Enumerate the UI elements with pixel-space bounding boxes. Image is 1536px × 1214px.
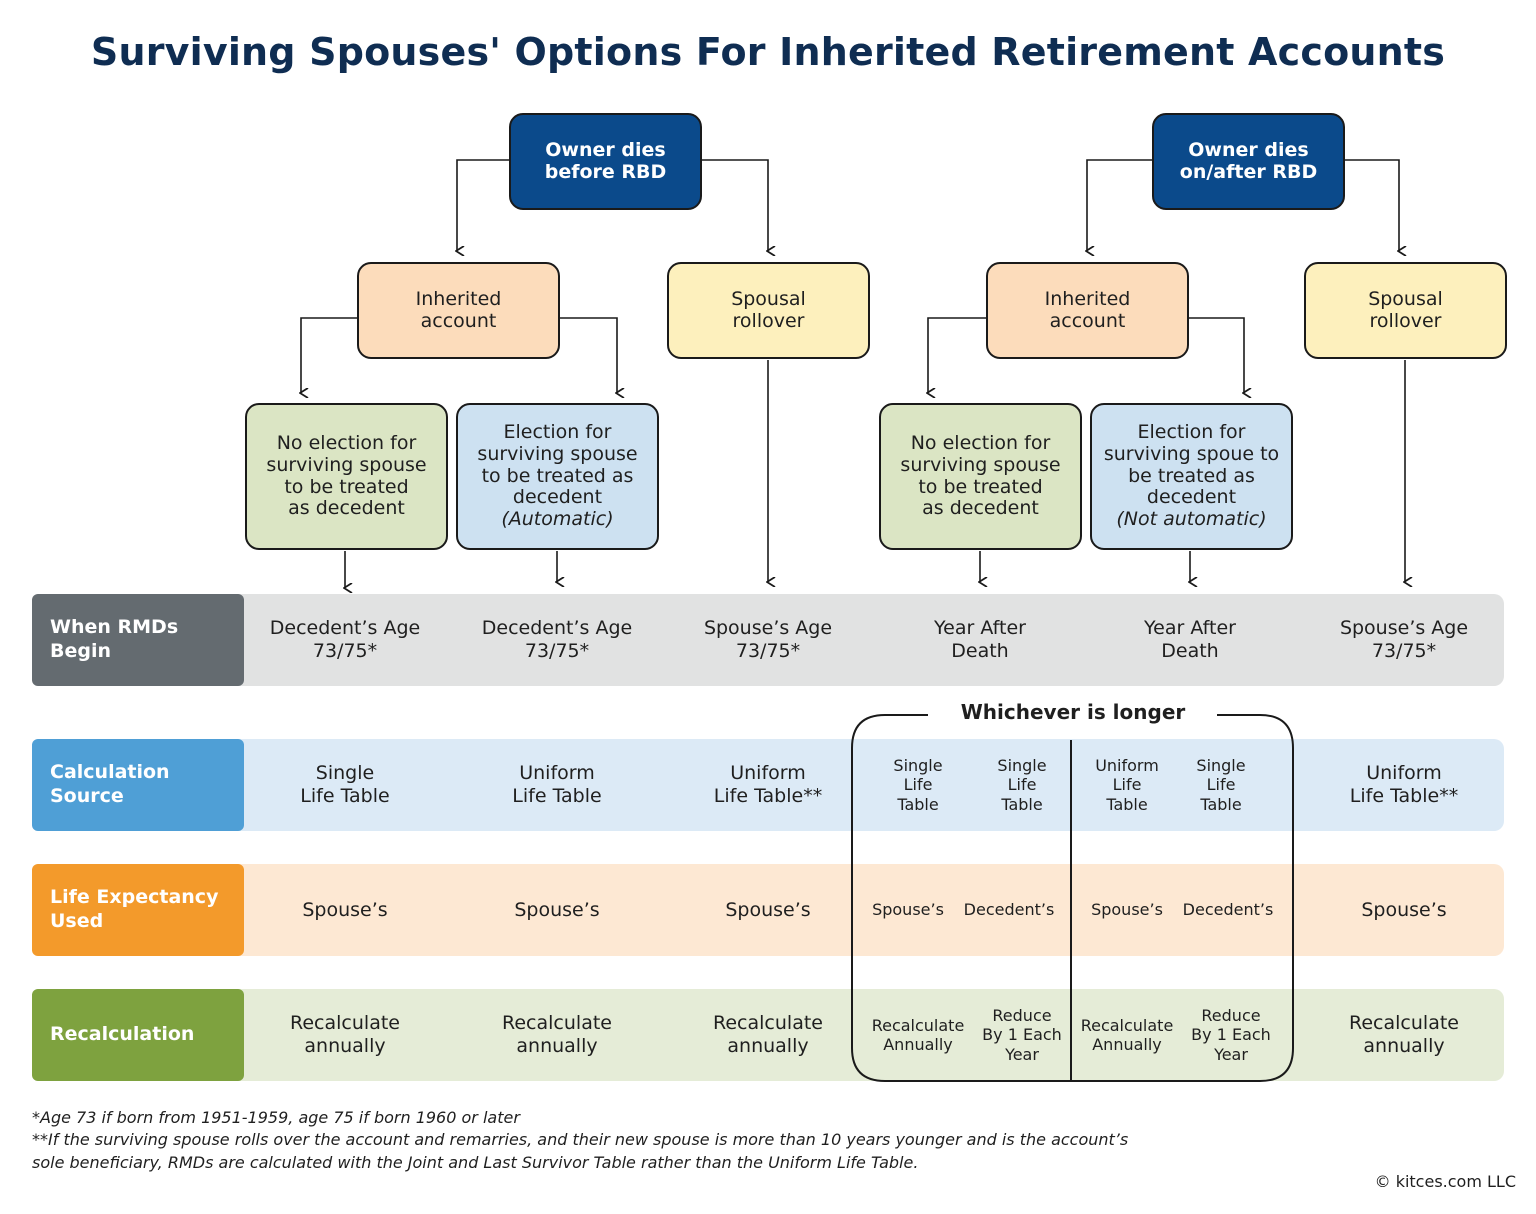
recalc-band: [32, 989, 1504, 1081]
life-cell-3: Spouse’s: [725, 898, 811, 921]
copyright: © kitces.com LLC: [1374, 1172, 1516, 1191]
whichever-is-longer-label: Whichever is longer: [932, 700, 1214, 724]
life-sub-2: Decedent’s: [963, 900, 1055, 920]
automatic-note: (Automatic): [501, 508, 614, 531]
page-title: Surviving Spouses' Options For Inherited…: [90, 30, 1446, 74]
life-sub-1: Spouse’s: [872, 900, 944, 920]
life-sub-3: Spouse’s: [1091, 900, 1163, 920]
life-sub-4: Decedent’s: [1182, 900, 1274, 920]
footnote-2: **If the surviving spouse rolls over the…: [32, 1130, 1129, 1150]
life-band: [32, 864, 1504, 956]
life-cell-1: Spouse’s: [302, 898, 388, 921]
not-automatic-note: (Not automatic): [1116, 508, 1267, 531]
recalc-label: Recalculation: [32, 989, 244, 1081]
rmds-band: [32, 594, 1504, 686]
calc-band: [32, 739, 1504, 831]
life-cell-6: Spouse’s: [1361, 898, 1447, 921]
life-cell-2: Spouse’s: [514, 898, 600, 921]
footnote-3: sole beneficiary, RMDs are calculated wi…: [32, 1152, 919, 1172]
footnotes: *Age 73 if born from 1951-1959, age 75 i…: [32, 1107, 1128, 1174]
footnote-1: *Age 73 if born from 1951-1959, age 75 i…: [32, 1108, 520, 1127]
